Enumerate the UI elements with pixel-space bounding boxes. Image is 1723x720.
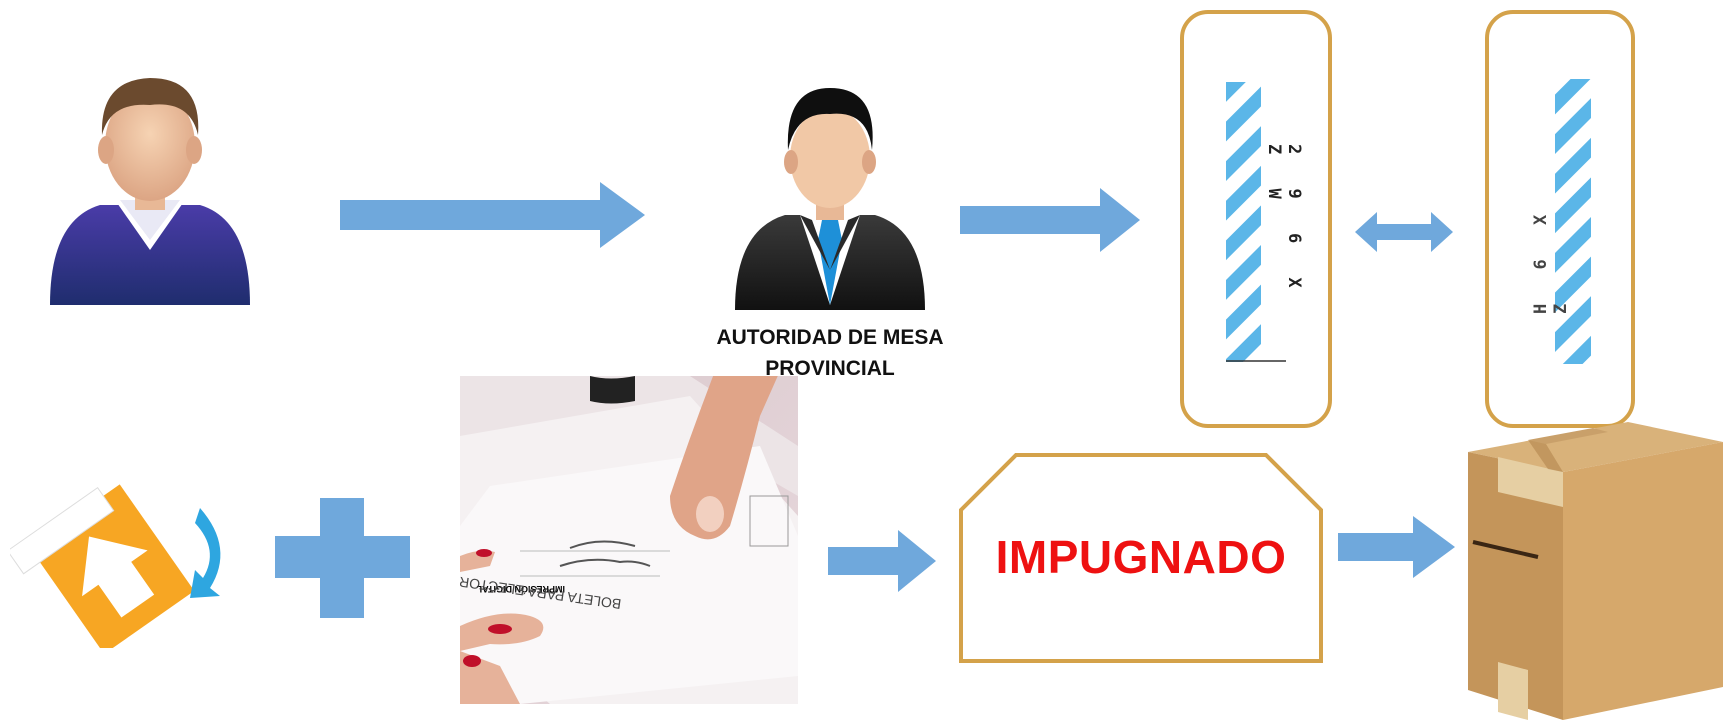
stub-code-right: H 6 X Z [1531, 202, 1571, 314]
ballot-stub-left: 2 9 6 X Z W [1180, 10, 1332, 428]
arrow-right-icon [1338, 516, 1455, 578]
voter-person-icon [50, 78, 250, 305]
impugned-ballot-photo: IMPRESIÓN DIGITAL BOLETA PARA ELECTORES … [460, 376, 798, 704]
stub-code-left: 2 9 6 X Z W [1264, 144, 1304, 300]
authority-label-line1: AUTORIDAD DE MESA [716, 326, 944, 349]
impugnado-stamp-box [959, 453, 1323, 663]
stub-stripes [1531, 79, 1591, 364]
authority-label: AUTORIDAD DE MESA PROVINCIAL [680, 322, 980, 384]
arrow-right-icon [828, 530, 936, 592]
arrow-right-icon [340, 182, 645, 248]
authority-person-icon [735, 88, 925, 310]
plus-icon [275, 498, 410, 618]
cardboard-box-icon [1468, 422, 1723, 720]
ballot-envelope-icon [10, 484, 221, 648]
arrow-right-icon [960, 188, 1140, 252]
double-arrow-icon [1355, 212, 1453, 252]
stub-stripes [1226, 82, 1286, 362]
authority-label-line2: PROVINCIAL [765, 357, 895, 380]
ballot-subtitle-text: IMPRESIÓN DIGITAL [476, 584, 565, 595]
impugnado-label: IMPUGNADO [995, 531, 1287, 583]
ballot-stub-right: H 6 X Z [1485, 10, 1635, 428]
